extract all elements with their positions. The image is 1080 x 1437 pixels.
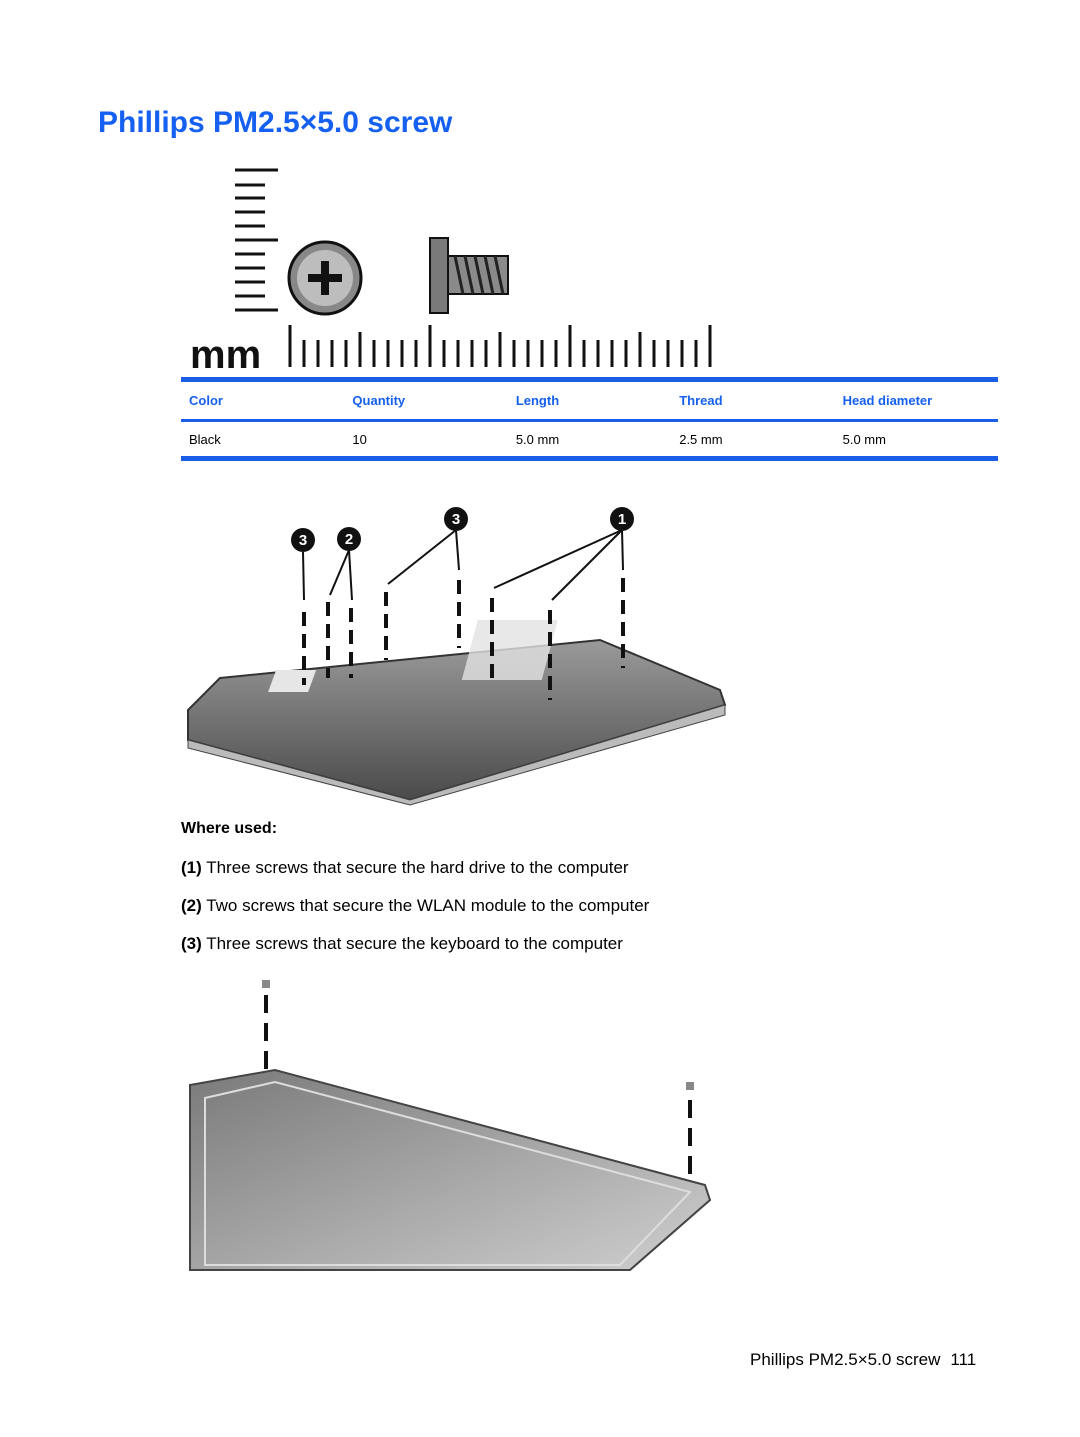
vertical-ruler bbox=[235, 168, 278, 312]
cell-length: 5.0 mm bbox=[515, 431, 560, 447]
where-used-title: Where used: bbox=[181, 820, 278, 837]
header-quantity: Quantity bbox=[352, 393, 406, 408]
table-header-rule bbox=[181, 419, 998, 422]
header-thread: Thread bbox=[679, 393, 723, 408]
display-back-illustration bbox=[189, 980, 712, 1271]
screw-scale-figure: mm bbox=[190, 168, 712, 375]
header-length: Length bbox=[515, 393, 560, 408]
laptop-base bbox=[187, 638, 727, 802]
callout-3-center: 3 bbox=[444, 507, 468, 531]
horizontal-ruler bbox=[288, 325, 712, 367]
mm-label: mm bbox=[190, 333, 261, 375]
item-number: (2) bbox=[181, 896, 202, 915]
item-text: Three screws that secure the hard drive … bbox=[201, 858, 629, 877]
callout-3-left-label: 3 bbox=[299, 532, 307, 549]
screw-side-icon bbox=[429, 237, 509, 314]
screw-icon bbox=[262, 980, 694, 1090]
display-panel bbox=[189, 1068, 712, 1271]
table-top-rule bbox=[181, 377, 998, 382]
table-bottom-rule bbox=[181, 456, 998, 461]
page-number: 111 bbox=[950, 1350, 977, 1369]
footer-title: Phillips PM2.5×5.0 screw bbox=[750, 1350, 941, 1369]
item-text: Two screws that secure the WLAN module t… bbox=[201, 896, 650, 915]
header-color: Color bbox=[189, 393, 223, 408]
callout-1-label: 1 bbox=[618, 511, 626, 528]
header-head-diameter: Head diameter bbox=[842, 393, 933, 408]
item-text: Three screws that secure the keyboard to… bbox=[201, 934, 623, 953]
callout-2: 2 bbox=[337, 527, 361, 551]
laptop-bottom-illustration: 3 2 3 1 bbox=[187, 507, 727, 806]
screw-spec-table: Color Quantity Length Thread Head diamet… bbox=[181, 377, 998, 461]
cell-thread: 2.5 mm bbox=[679, 431, 723, 447]
page-title: Phillips PM2.5×5.0 screw bbox=[98, 106, 453, 139]
callout-3-center-label: 3 bbox=[452, 511, 460, 528]
callout-2-label: 2 bbox=[345, 531, 353, 548]
where-used-item-2: (2) Two screws that secure the WLAN modu… bbox=[181, 896, 649, 916]
item-number: (1) bbox=[181, 858, 202, 877]
page-footer: Phillips PM2.5×5.0 screw 111 bbox=[750, 1350, 976, 1370]
cell-color: Black bbox=[189, 431, 221, 447]
where-used-item-3: (3) Three screws that secure the keyboar… bbox=[181, 934, 623, 954]
screw-guide-lines bbox=[264, 995, 692, 1175]
callout-3-left: 3 bbox=[291, 528, 315, 552]
table-row: Black 10 5.0 mm 2.5 mm 5.0 mm bbox=[181, 422, 998, 456]
item-number: (3) bbox=[181, 934, 202, 953]
callout-1: 1 bbox=[610, 507, 634, 531]
cell-head-diameter: 5.0 mm bbox=[842, 431, 886, 447]
where-used-item-1: (1) Three screws that secure the hard dr… bbox=[181, 858, 629, 878]
callout-leader-lines bbox=[302, 529, 624, 601]
table-header-row: Color Quantity Length Thread Head diamet… bbox=[181, 382, 998, 419]
cell-quantity: 10 bbox=[352, 431, 367, 447]
screw-guide-lines bbox=[302, 578, 625, 700]
screw-head-icon bbox=[287, 240, 363, 316]
